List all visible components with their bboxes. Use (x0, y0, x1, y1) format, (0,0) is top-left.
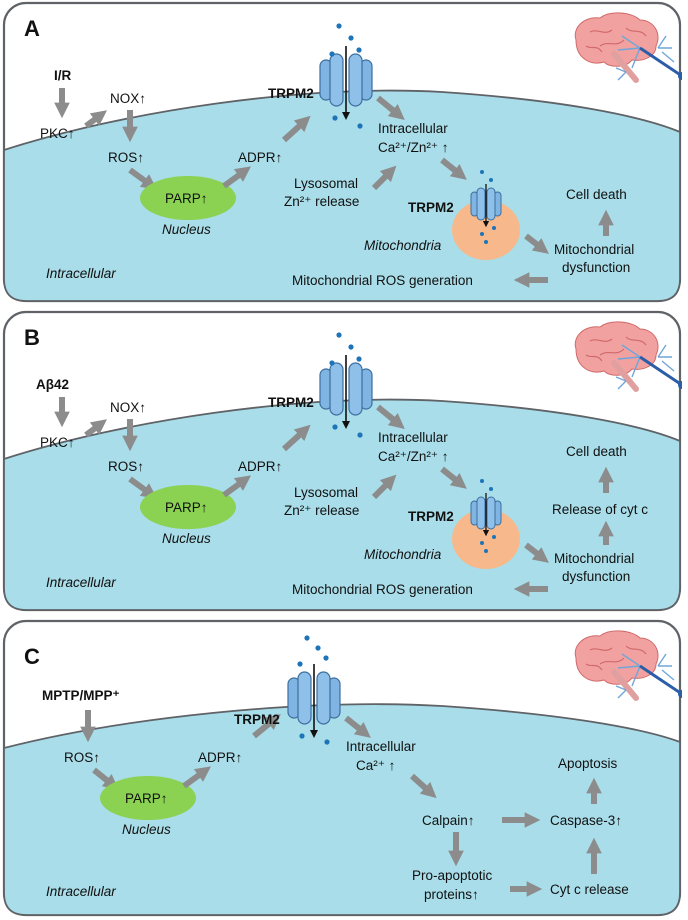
mitochondria (452, 509, 520, 569)
zn-release-label: Zn²⁺ release (284, 194, 359, 209)
ions (329, 332, 363, 438)
nucleus (140, 485, 236, 529)
parp-label: PARP↑ (125, 791, 168, 806)
adpr-label: ADPR↑ (198, 750, 242, 765)
panel-letter: A (24, 16, 40, 41)
panel-letter: B (24, 325, 40, 350)
parp-label: PARP↑ (165, 500, 208, 515)
intracellular-ion-label: Intracellular (378, 430, 448, 445)
intracellular-ion-value: Ca²⁺/Zn²⁺ ↑ (378, 140, 449, 155)
ions (297, 635, 330, 745)
pro-apoptotic-value: proteins↑ (424, 887, 479, 902)
mito-dysfunction-label: Mitochondrial (554, 551, 634, 566)
ros-label: ROS↑ (108, 150, 144, 165)
trpm2-mito-label: TRPM2 (408, 509, 454, 524)
panel-letter: C (24, 644, 40, 669)
lysosomal-label: Lysosomal (294, 176, 358, 191)
nox-label: NOX↑ (110, 400, 146, 415)
pkc-label: PKC↑ (40, 126, 75, 141)
cytc-release-label: Cyt c release (550, 882, 629, 897)
mito-ros-label: Mitochondrial ROS generation (292, 273, 473, 288)
trpm2-mito-label: TRPM2 (408, 200, 454, 215)
mitochondria-label: Mitochondria (364, 547, 442, 562)
nucleus-label: Nucleus (122, 822, 171, 837)
intracellular-label: Intracellular (46, 884, 116, 899)
trpm2-label: TRPM2 (268, 86, 314, 101)
cell-death-label: Cell death (566, 187, 627, 202)
mitochondria (452, 200, 520, 260)
parp-label: PARP↑ (165, 191, 208, 206)
lysosomal-label: Lysosomal (294, 485, 358, 500)
mito-dysfunction-label: Mitochondrial (554, 242, 634, 257)
pro-apoptotic-label: Pro-apoptotic (412, 868, 493, 883)
pkc-label: PKC↑ (40, 435, 75, 450)
zn-release-label: Zn²⁺ release (284, 503, 359, 518)
cell-death-label: Cell death (566, 444, 627, 459)
intracellular-label: Intracellular (46, 266, 116, 281)
nucleus (100, 776, 196, 820)
ros-label: ROS↑ (108, 459, 144, 474)
nox-label: NOX↑ (110, 91, 146, 106)
trigger-label: I/R (54, 68, 72, 83)
trigger-label: Aβ42 (36, 377, 69, 392)
cyt-c-release-label: Release of cyt c (552, 502, 648, 517)
panel-a: A I/R PKC↑ NOX↑ ROS↑ PARP↑ Nucleus ADPR↑… (2, 0, 682, 305)
intracellular-label: Intracellular (46, 575, 116, 590)
ros-label: ROS↑ (64, 750, 100, 765)
nucleus-label: Nucleus (162, 531, 211, 546)
intracellular-ion-label: Intracellular (346, 739, 416, 754)
caspase-label: Caspase-3↑ (550, 813, 622, 828)
intracellular-ion-value: Ca²⁺ ↑ (356, 758, 395, 773)
cell-membrane (3, 703, 681, 916)
ions (329, 23, 363, 129)
adpr-label: ADPR↑ (238, 150, 282, 165)
intracellular-ion-label: Intracellular (378, 121, 448, 136)
nucleus-label: Nucleus (162, 222, 211, 237)
intracellular-ion-value: Ca²⁺/Zn²⁺ ↑ (378, 449, 449, 464)
trigger-label: MPTP/MPP⁺ (42, 688, 120, 703)
mitochondria-label: Mitochondria (364, 238, 442, 253)
trpm2-label: TRPM2 (234, 712, 280, 727)
trpm2-label: TRPM2 (268, 395, 314, 410)
adpr-label: ADPR↑ (238, 459, 282, 474)
nucleus (140, 176, 236, 220)
mito-dysfunction-value: dysfunction (562, 260, 630, 275)
apoptosis-label: Apoptosis (558, 756, 618, 771)
mito-ros-label: Mitochondrial ROS generation (292, 582, 473, 597)
panel-c: C MPTP/MPP⁺ ROS↑ PARP↑ Nucleus ADPR↑ TRP… (2, 618, 682, 918)
calpain-label: Calpain↑ (422, 813, 475, 828)
panel-b: B Aβ42 PKC↑ NOX↑ ROS↑ PARP↑ Nucleus ADPR… (2, 309, 682, 614)
mito-dysfunction-value: dysfunction (562, 569, 630, 584)
